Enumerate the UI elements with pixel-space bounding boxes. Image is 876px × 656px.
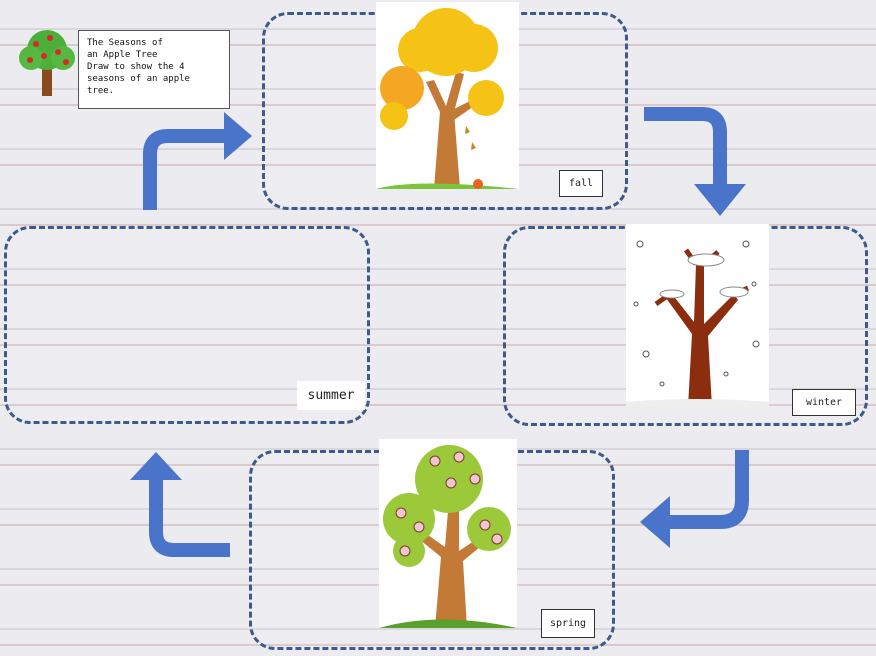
label-winter: winter [792,389,856,416]
winter-tree-icon [626,224,769,407]
arrow-right-down-icon [644,107,746,216]
label-summer: summer [297,381,365,410]
arrow-up-right-icon [143,112,252,210]
label-fall: fall [559,170,603,197]
fall-tree-icon [376,2,519,189]
title-card: The Seasons of an Apple Tree Draw to sho… [78,30,230,109]
arrow-down-left-icon [640,450,749,548]
title-line-2: an Apple Tree [87,50,158,60]
title-line-1: The Seasons of [87,38,163,48]
label-spring: spring [541,609,595,638]
arrow-left-up-icon [130,452,230,557]
instruction-line-1: Draw to show the 4 [87,62,185,72]
apple-tree-icon [19,30,75,96]
instruction-line-2: seasons of an apple tree. [87,74,190,96]
spring-tree-icon [379,439,517,628]
